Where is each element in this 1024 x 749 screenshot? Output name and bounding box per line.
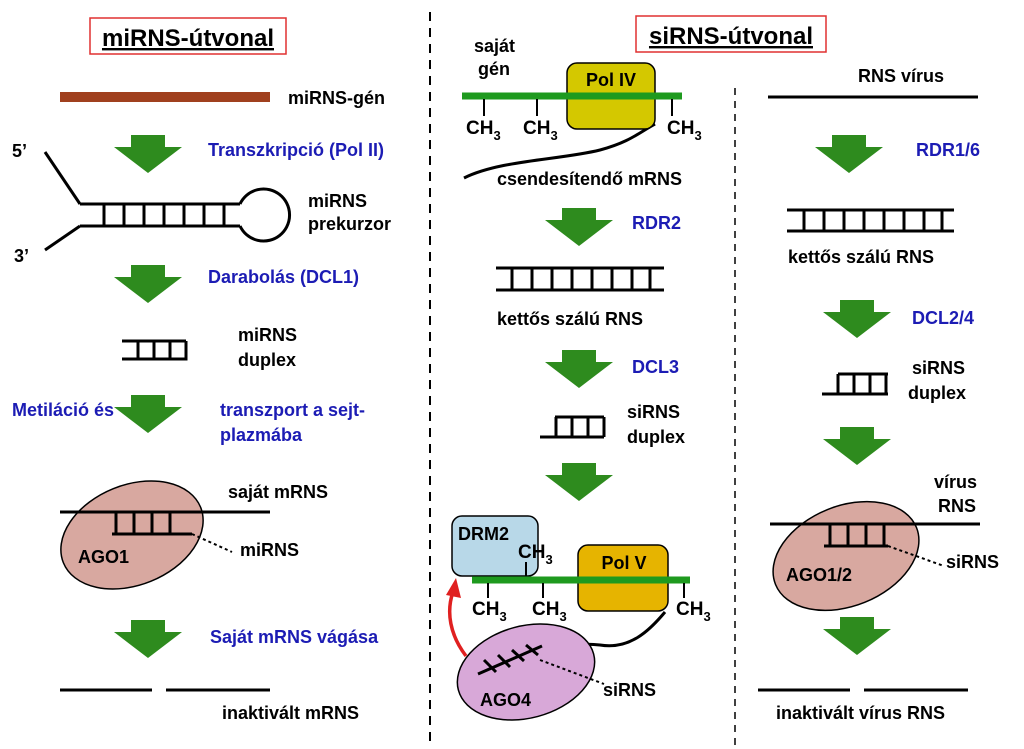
arrow-dicing: [114, 265, 182, 303]
mirna-duplex-label-1: miRNS: [238, 325, 297, 345]
virus-duplex-label-2: duplex: [908, 383, 966, 403]
ago12-label: AGO1/2: [786, 565, 852, 585]
ago12-ellipse: [772, 500, 920, 612]
mirna-duplex: [122, 339, 188, 361]
mirna-title: miRNS-útvonal: [102, 25, 274, 52]
arrow-rdr16: [815, 135, 883, 173]
precursor-label-2: prekurzor: [308, 214, 391, 234]
arrow-dcl24: [823, 300, 891, 338]
step-transport-1: transzport a sejt-: [220, 400, 365, 420]
virus-rna-label-1: vírus: [934, 472, 977, 492]
methyl-ticks-bottom: [487, 583, 685, 598]
mirna-duplex-label-2: duplex: [238, 350, 296, 370]
target-mrna-label: csendesítendő mRNS: [497, 169, 682, 189]
step-dcl24: DCL2/4: [912, 308, 974, 328]
ago4-ellipse: [456, 623, 596, 721]
arrow-rdr2: [545, 208, 613, 246]
drm2-box: [451, 515, 539, 577]
step-methylation: Metiláció és: [12, 400, 114, 420]
arrow-virus-ago: [823, 427, 891, 465]
virus-dsrna-label: kettős szálú RNS: [788, 247, 934, 267]
mirna-gene-label: miRNS-gén: [288, 88, 385, 108]
virus-dsrna: [787, 208, 954, 233]
mirna-bound: [112, 512, 192, 536]
mirna-title-box: [89, 17, 287, 55]
virus-sirna-duplex: [822, 372, 888, 396]
virus-sirna-bound: [824, 524, 888, 548]
red-recruit-arrow: [447, 591, 468, 658]
own-gene-label-1: saját: [474, 36, 515, 56]
ch3-b: CH3: [523, 118, 558, 143]
inactivated-mrna-label: inaktivált mRNS: [222, 703, 359, 723]
target-mrna-strand: [463, 122, 656, 180]
step-rdr16: RDR1/6: [916, 140, 980, 160]
mirna-bound-label: miRNS: [240, 540, 299, 560]
inactivated-virus-label: inaktivált vírus RNS: [776, 703, 945, 723]
virus-label: RNS vírus: [858, 66, 944, 86]
ago4-sirna: [477, 643, 543, 676]
virus-sirna-label: siRNS: [946, 552, 999, 572]
ago4-sirna-label: siRNS: [603, 680, 656, 700]
ch3-g: CH3: [676, 599, 711, 624]
ch3-a: CH3: [466, 118, 501, 143]
own-duplex-label-1: siRNS: [627, 402, 680, 422]
ago4-label: AGO4: [480, 690, 531, 710]
own-sirna-duplex: [540, 415, 606, 439]
ch3-f: CH3: [532, 599, 567, 624]
five-prime-label: 5’: [12, 141, 27, 161]
virus-rna-label-2: RNS: [938, 496, 976, 516]
step-rdr2: RDR2: [632, 213, 681, 233]
own-dsrna-label: kettős szálú RNS: [497, 309, 643, 329]
step-dicing: Darabolás (DCL1): [208, 267, 359, 287]
ch3-d: CH3: [518, 542, 553, 567]
arrow-virus-cleavage: [823, 617, 891, 655]
mirna-hairpin: [43, 151, 292, 252]
three-prime-label: 3’: [14, 246, 29, 266]
own-dsrna: [496, 266, 664, 292]
arrow-rddm: [545, 463, 613, 501]
ch3-e: CH3: [472, 599, 507, 624]
step-dcl3: DCL3: [632, 357, 679, 377]
precursor-label-1: miRNS: [308, 191, 367, 211]
own-duplex-label-2: duplex: [627, 427, 685, 447]
own-mrna-label: saját mRNS: [228, 482, 328, 502]
arrow-cleavage: [114, 620, 182, 658]
own-gene-label-2: gén: [478, 59, 510, 79]
ago1-label: AGO1: [78, 547, 129, 567]
ago4-sirna-pointer: [539, 659, 605, 685]
arrow-transcription: [114, 135, 182, 173]
virus-duplex-label-1: siRNS: [912, 358, 965, 378]
pol4-label: Pol IV: [586, 70, 636, 90]
step-transcription: Transzkripció (Pol II): [208, 140, 384, 160]
arrow-methylation: [114, 395, 182, 433]
sirna-title: siRNS-útvonal: [649, 23, 813, 50]
sirna-title-box: [635, 15, 827, 53]
arrow-dcl3: [545, 350, 613, 388]
pol5-label: Pol V: [601, 553, 646, 573]
step-transport-2: plazmába: [220, 425, 303, 445]
virus-sirna-pointer: [887, 545, 945, 567]
methyl-ticks-top: [483, 99, 673, 116]
ch3-c: CH3: [667, 118, 702, 143]
red-arrowhead: [446, 578, 461, 598]
mirna-pointer: [191, 533, 233, 553]
drm2-label: DRM2: [458, 524, 509, 544]
step-cleavage: Saját mRNS vágása: [210, 627, 379, 647]
